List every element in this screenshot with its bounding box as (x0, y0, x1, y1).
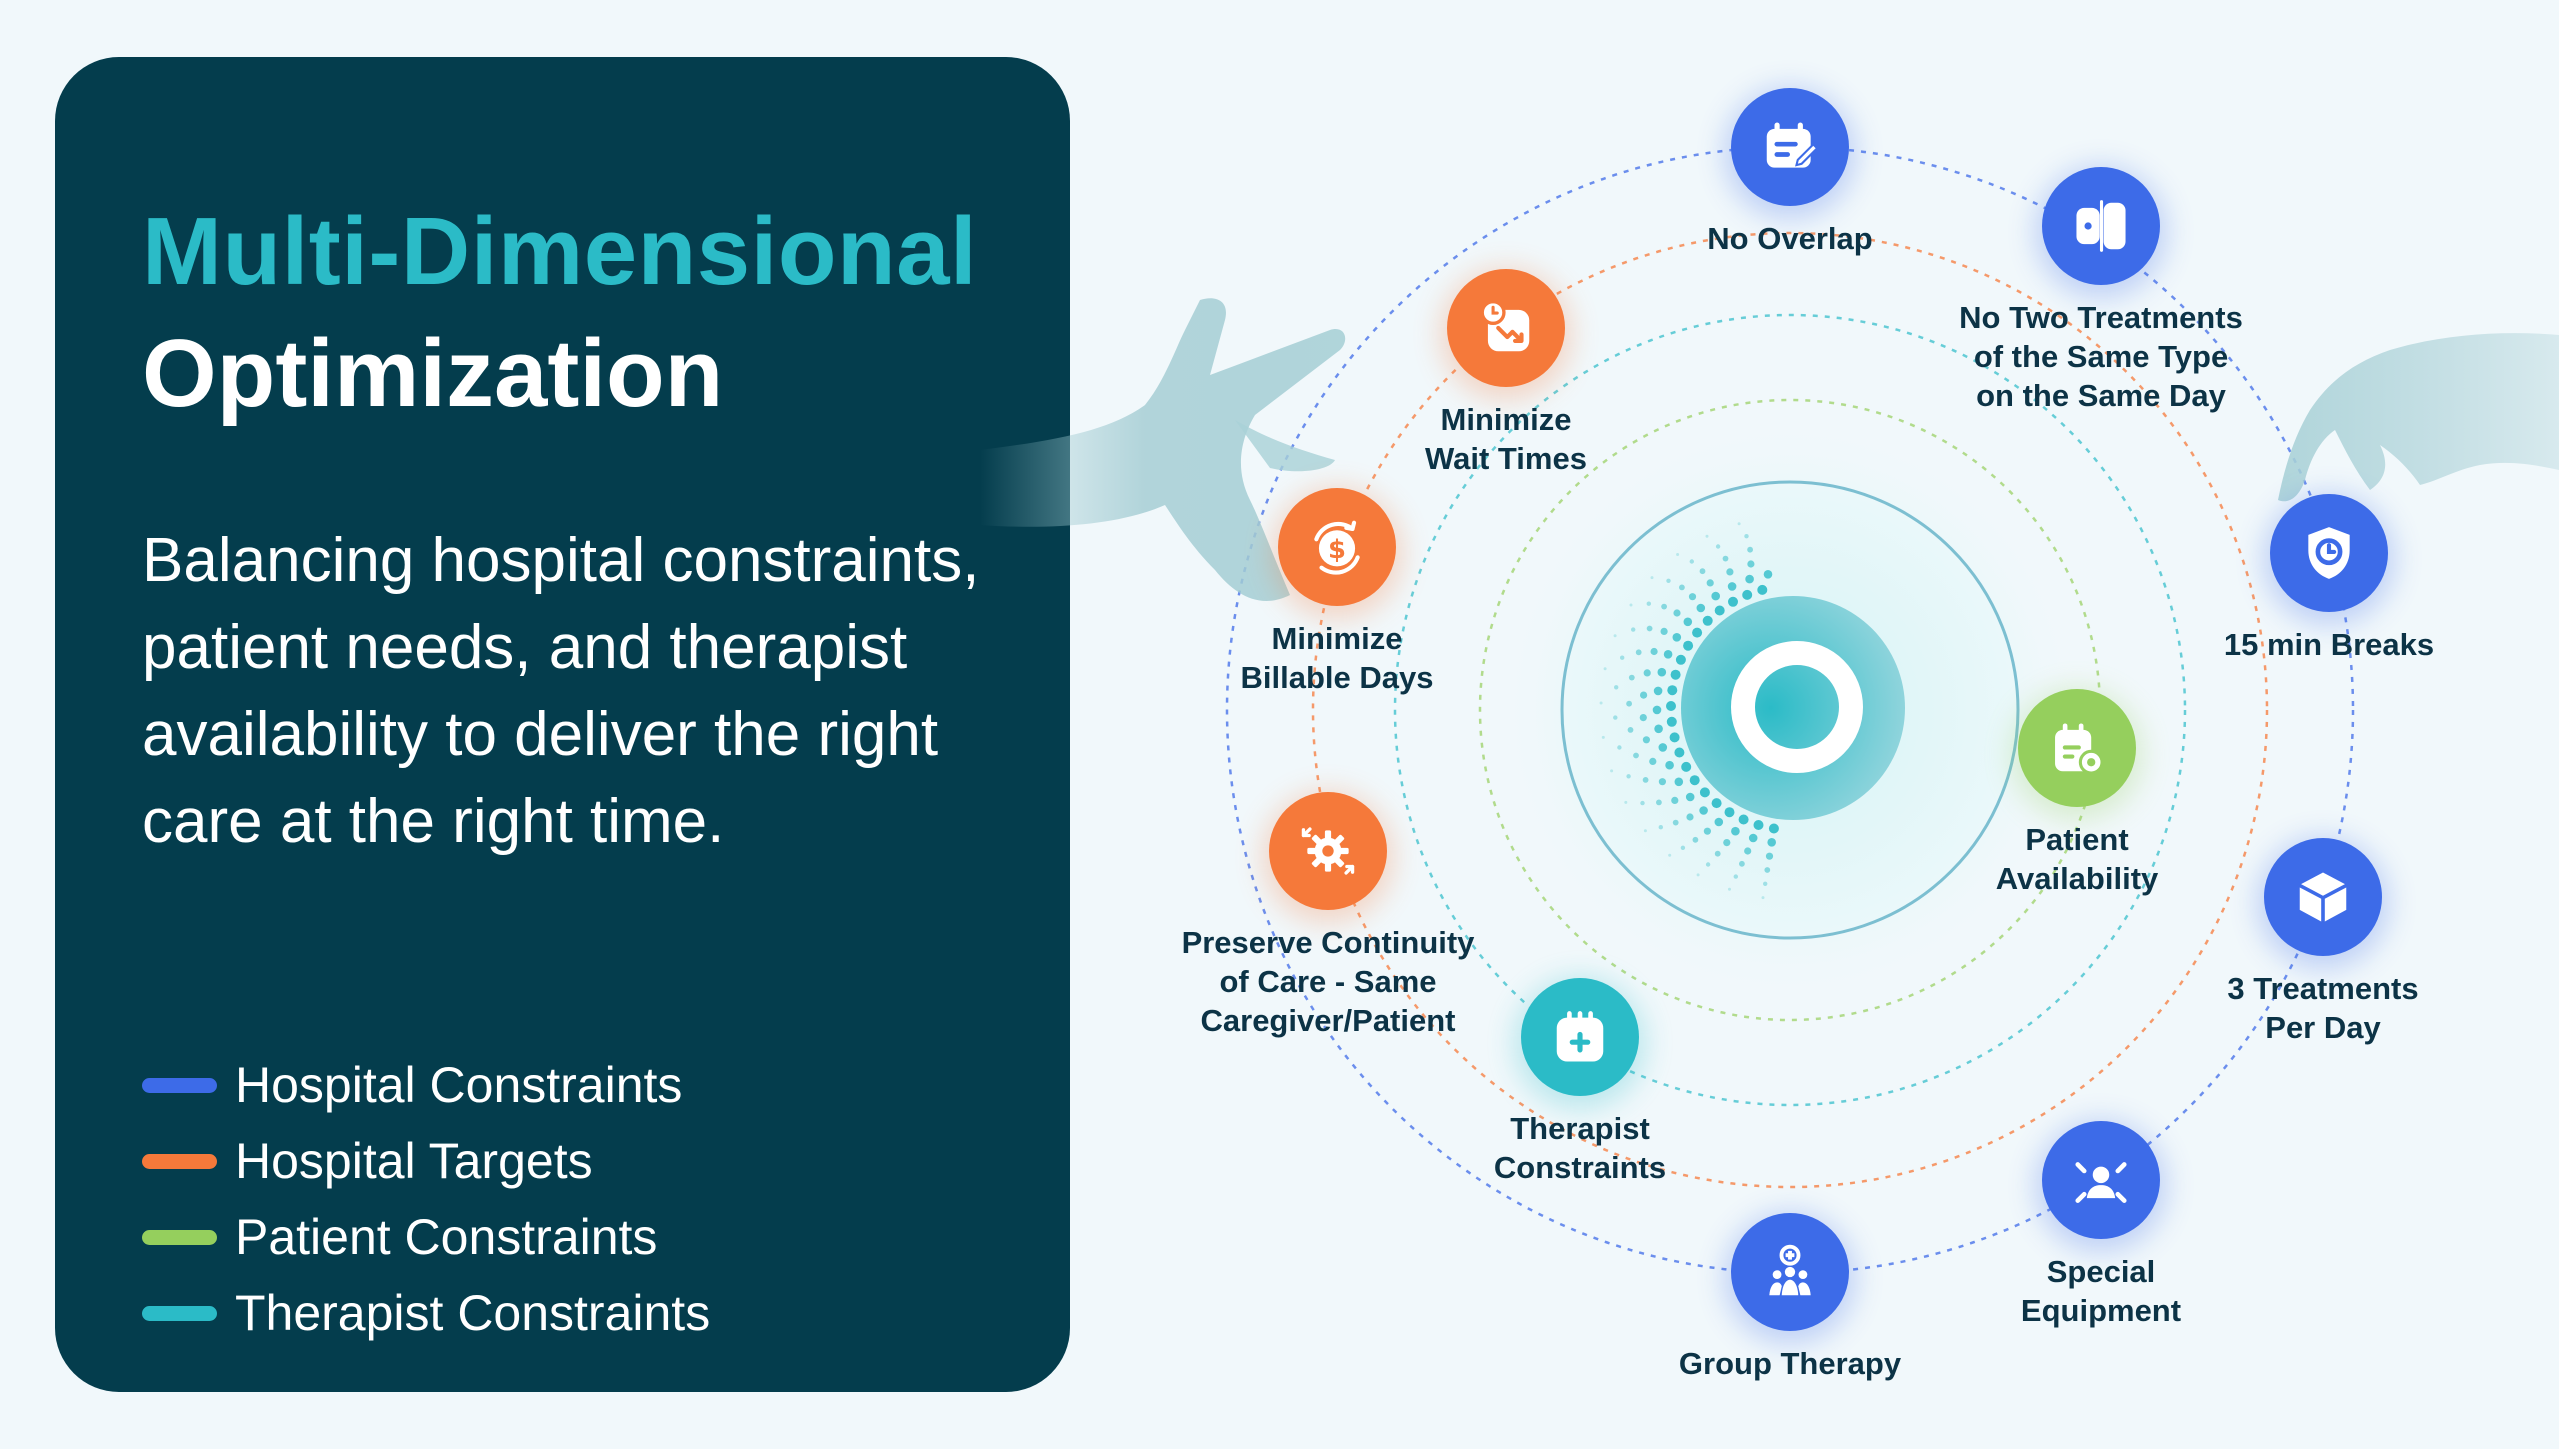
node-label: 3 Treatments Per Day (2227, 971, 2419, 1045)
dollar-refresh-icon: $ (1314, 520, 1360, 575)
node-icon-circle (2018, 689, 2136, 807)
legend-label: Hospital Targets (235, 1133, 593, 1189)
shield-clock-icon (2308, 527, 2350, 579)
node-icon-circle (1731, 1213, 1849, 1331)
medical-calendar-icon (1556, 1011, 1604, 1062)
person-focus-icon (2075, 1162, 2127, 1203)
orbit-therapist-constraints (1393, 313, 2187, 1107)
legend: Hospital Constraints Hospital Targets Pa… (142, 1047, 710, 1351)
right-hand-illustration (2278, 333, 2559, 502)
svg-text:$: $ (1328, 535, 1346, 565)
node-icon-circle (1269, 792, 1387, 910)
clock-trend-down-icon (1480, 299, 1530, 352)
cube-icon (2299, 872, 2347, 922)
legend-item-hospital-constraints: Hospital Constraints (142, 1047, 710, 1123)
calendar-check-icon (2055, 723, 2104, 775)
node-icon-circle (2264, 838, 2382, 956)
node-label: No Overlap (1707, 221, 1873, 256)
node-label: Group Therapy (1678, 1346, 1902, 1381)
subtitle: Balancing hospital constraints, patient … (142, 526, 980, 856)
orbit-hospital-targets (1311, 231, 2269, 1189)
legend-swatch (142, 1305, 217, 1321)
legend-item-hospital-targets: Hospital Targets (142, 1123, 710, 1199)
node-icon-circle (1731, 88, 1849, 206)
node-label: No Two Treatments of the Same Type on th… (1959, 300, 2243, 413)
legend-item-patient-constraints: Patient Constraints (142, 1199, 710, 1275)
node-icon-circle (1521, 978, 1639, 1096)
group-plus-icon (1769, 1244, 1811, 1296)
left-hand-illustration (980, 298, 1346, 601)
node-icon-circle (2042, 1121, 2160, 1239)
title-line-2: Optimization (142, 320, 724, 427)
legend-label: Hospital Constraints (235, 1057, 683, 1113)
node-label: 15 min Breaks (2223, 627, 2435, 662)
legend-swatch (142, 1077, 217, 1093)
split-card-icon (2076, 200, 2126, 252)
node-label: Patient Availability (1995, 822, 2159, 896)
node-label: Minimize Wait Times (1425, 402, 1587, 476)
node-label: Preserve Continuity of Care - Same Careg… (1181, 925, 1475, 1038)
node-label: Special Equipment (2020, 1254, 2182, 1328)
node-label: Therapist Constraints (1493, 1111, 1667, 1185)
legend-label: Therapist Constraints (235, 1285, 711, 1341)
legend-swatch (142, 1229, 217, 1245)
legend-swatch (142, 1153, 217, 1169)
gear-arrows-icon (1301, 827, 1355, 875)
legend-item-therapist-constraints: Therapist Constraints (142, 1275, 710, 1351)
node-icon-circle: $ (1278, 488, 1396, 606)
title-line-1: Multi-Dimensional (142, 198, 978, 305)
core-logo-icon (1599, 522, 1905, 900)
node-icon-circle (2270, 494, 2388, 612)
node-label: Minimize Billable Days (1240, 621, 1434, 695)
legend-label: Patient Constraints (235, 1209, 658, 1265)
node-icon-circle (1447, 269, 1565, 387)
node-icon-circle (2042, 167, 2160, 285)
calendar-edit-icon (1766, 122, 1819, 168)
info-panel: Multi-Dimensional Optimization Balancing… (55, 57, 1070, 1392)
